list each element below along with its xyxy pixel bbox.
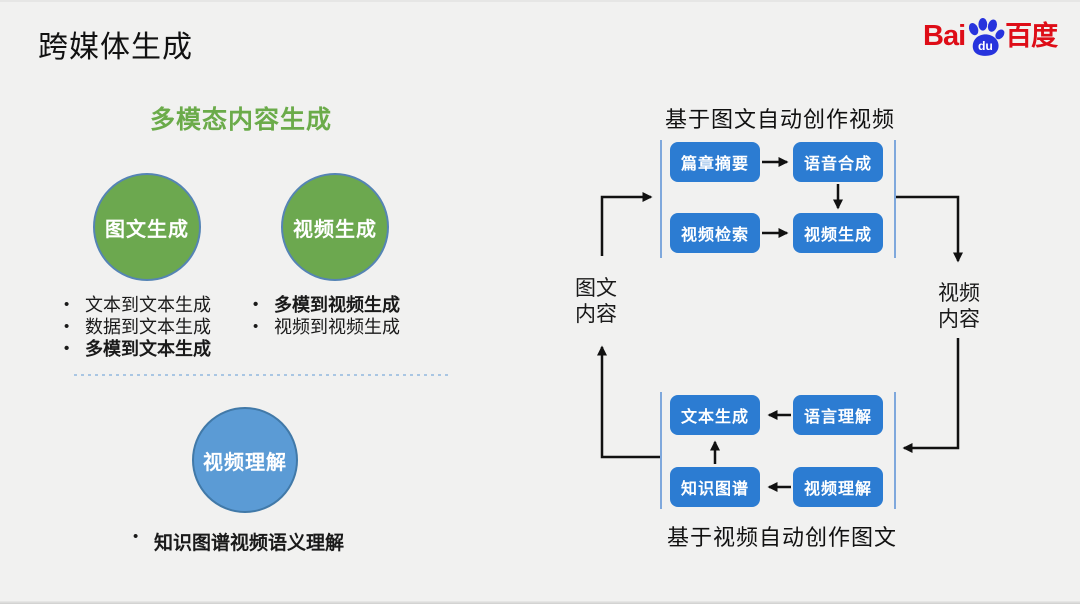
baidu-logo-du-text: du: [978, 39, 993, 53]
baidu-logo-cn-text: 百度: [1005, 21, 1058, 51]
baidu-logo-bai-text: Bai: [923, 20, 966, 52]
node-line: 视频: [938, 282, 980, 305]
video-understanding-bullet: 知识图谱视频语义理解: [131, 528, 344, 555]
node-image-text-content: 图文 内容: [563, 276, 629, 328]
bottom-flow-heading: 基于视频自动创作图文: [666, 525, 897, 550]
list-item: 数据到文本生成: [62, 316, 211, 338]
page-title: 跨媒体生成: [38, 31, 193, 64]
node-line: 内容: [575, 303, 617, 326]
list-item: 文本到文本生成: [62, 294, 211, 316]
node-line: 内容: [938, 308, 980, 331]
text-generation-bullet-list: 文本到文本生成 数据到文本生成 多模到文本生成: [62, 294, 211, 360]
circle-image-text-generation: 图文生成: [93, 173, 201, 281]
baidu-logo: Bai du 百度: [923, 16, 1058, 56]
top-flow-heading: 基于图文自动创作视频: [664, 107, 895, 132]
flow-box-video-generation: 视频生成: [793, 213, 883, 253]
video-generation-bullet-list: 多模到视频生成 视频到视频生成: [251, 294, 400, 338]
baidu-paw-icon: du: [969, 18, 1005, 56]
list-item: 多模到文本生成: [62, 338, 211, 360]
flow-box-video-understanding: 视频理解: [793, 467, 883, 507]
circle-video-understanding: 视频理解: [192, 407, 298, 513]
left-panel-heading: 多模态内容生成: [150, 106, 333, 134]
circle-label: 图文生成: [105, 218, 189, 241]
flow-box-language-understanding: 语言理解: [793, 395, 883, 435]
flow-box-speech-synthesis: 语音合成: [793, 142, 883, 182]
flow-box-text-generation: 文本生成: [670, 395, 760, 435]
flow-box-video-retrieval: 视频检索: [670, 213, 760, 253]
node-line: 图文: [575, 277, 617, 300]
dotted-divider: [74, 374, 448, 376]
flow-box-knowledge-graph: 知识图谱: [670, 467, 760, 507]
list-item: 视频到视频生成: [251, 316, 400, 338]
flow-box-article-summary: 篇章摘要: [670, 142, 760, 182]
circle-video-generation: 视频生成: [281, 173, 389, 281]
node-video-content: 视频 内容: [926, 281, 992, 333]
list-item: 多模到视频生成: [251, 294, 400, 316]
circle-label: 视频理解: [203, 451, 287, 474]
circle-label: 视频生成: [293, 218, 377, 241]
